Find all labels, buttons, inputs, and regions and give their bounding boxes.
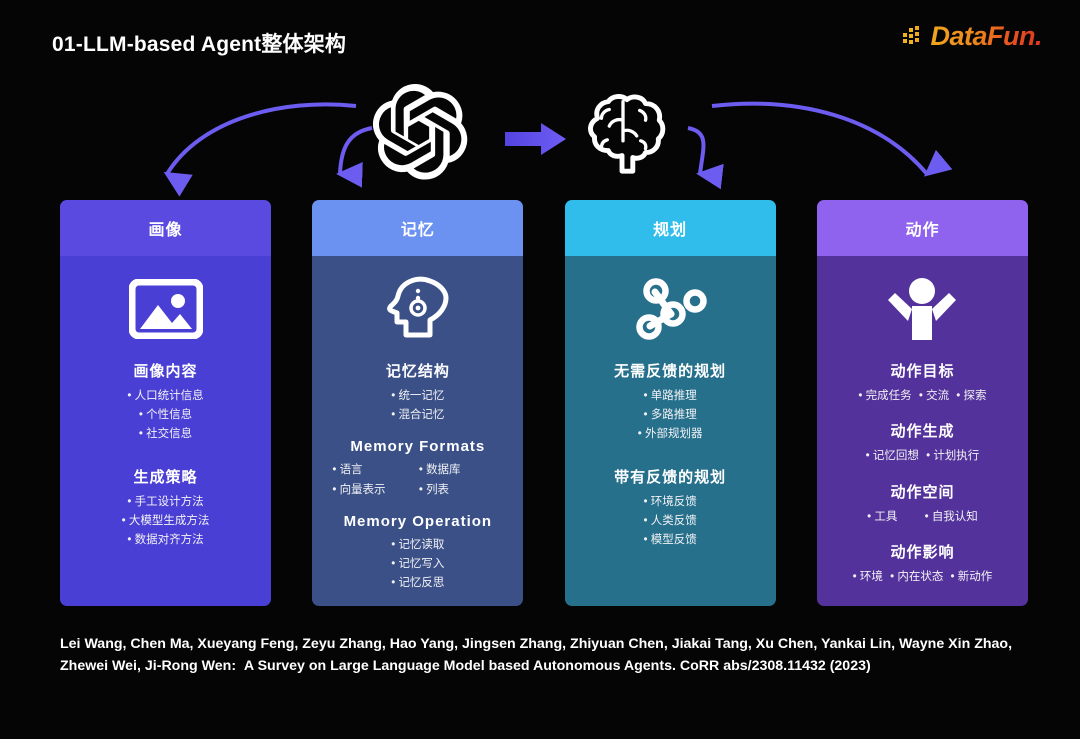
bullet-item: 人类反馈 <box>573 512 768 531</box>
person-raised-arms-icon <box>825 270 1020 348</box>
section-title: Memory Operation <box>343 513 493 531</box>
pillar-planning[interactable]: 规划 无需反馈的规划 单路推理 多路推理 外部规划器 <box>564 200 776 606</box>
bullet-item: 工具 <box>867 511 897 523</box>
head-memory-icon <box>320 270 515 348</box>
flow-curved-arrows <box>163 101 953 197</box>
bullet-item: 个性信息 <box>68 406 263 425</box>
bullet-item: 内在状态 <box>890 571 943 583</box>
spacer <box>573 444 768 466</box>
section-bullets: 单路推理 多路推理 外部规划器 <box>573 387 768 444</box>
pillar-memory[interactable]: 记忆 记忆结构 统一记忆 混合记忆 Memo <box>312 200 524 606</box>
bullet-item: 探索 <box>956 390 986 402</box>
pillar-action-header: 动作 <box>816 200 1028 256</box>
datafun-logo: DataFun. <box>902 20 1042 52</box>
bullet-item: 社交信息 <box>68 425 263 444</box>
section-title: 生成策略 <box>133 469 198 487</box>
pillar-memory-header: 记忆 <box>312 200 524 256</box>
node-graph-icon <box>573 270 768 348</box>
bullet-item: 列表 <box>419 481 504 501</box>
section-title: 无需反馈的规划 <box>614 363 727 380</box>
bullet-item: 记忆写入 <box>320 555 515 574</box>
section-title: 画像内容 <box>133 363 198 380</box>
section-bullets: 记忆读取 记忆写入 记忆反思 <box>320 536 515 593</box>
bullet-item: 新动作 <box>951 571 993 583</box>
section-title: 记忆结构 <box>385 363 450 380</box>
logo-dots-icon <box>903 26 920 44</box>
section-bullets-inline: 记忆回想 计划执行 <box>825 447 1020 465</box>
bullet-item: 向量表示 <box>332 481 417 501</box>
section-bullets-grid: 语言 数据库 向量表示 列表 <box>320 461 515 500</box>
spacer <box>825 407 1020 420</box>
section-title: Memory Formats <box>350 438 486 456</box>
pillar-profile[interactable]: 画像 画像内容 人口统计信息 个性信息 社交信息 生成策略 <box>60 200 271 606</box>
section-bullets: 统一记忆 混合记忆 <box>320 387 515 425</box>
pillar-planning-header: 规划 <box>564 200 776 256</box>
bullet-item: 记忆反思 <box>320 574 515 593</box>
section-bullets-inline: 工具 自我认知 <box>825 508 1020 526</box>
bullet-item: 记忆回想 <box>866 450 919 462</box>
bullet-item: 混合记忆 <box>320 406 515 425</box>
spacer <box>825 528 1020 541</box>
section-bullets-inline: 完成任务 交流 探索 <box>825 387 1020 405</box>
bullet-item: 数据对齐方法 <box>68 531 263 550</box>
bullet-item: 环境 <box>853 571 883 583</box>
bullet-item: 统一记忆 <box>320 387 515 406</box>
bullet-item: 环境反馈 <box>573 493 768 512</box>
openai-logo-icon <box>372 84 468 185</box>
section-bullets: 环境反馈 人类反馈 模型反馈 <box>573 493 768 550</box>
section-title: 动作生成 <box>890 423 955 441</box>
citation-text: Lei Wang, Chen Ma, Xueyang Feng, Zeyu Zh… <box>60 636 1013 674</box>
section-title: 带有反馈的规划 <box>614 469 727 487</box>
pillar-profile-header: 画像 <box>60 200 271 256</box>
pillar-memory-body: 记忆结构 统一记忆 混合记忆 Memory Formats 语言 数据库 向量表… <box>312 256 523 606</box>
spacer <box>320 500 515 513</box>
pillars-container: 画像 画像内容 人口统计信息 个性信息 社交信息 生成策略 <box>60 200 1028 606</box>
section-title: 动作目标 <box>890 363 955 380</box>
right-arrow-icon <box>505 122 567 161</box>
bullet-item: 语言 <box>332 461 417 481</box>
page-title: 01-LLM-based Agent整体架构 <box>52 33 347 56</box>
spacer <box>68 444 263 466</box>
bullet-item: 计划执行 <box>926 450 979 462</box>
pillar-action-body: 动作目标 完成任务 交流 探索 动作生成 记忆回想 计划执行 动作空间 工具 自… <box>817 256 1028 606</box>
section-title: 动作影响 <box>890 544 955 562</box>
bullet-item: 手工设计方法 <box>68 493 263 512</box>
bullet-item: 完成任务 <box>858 390 911 402</box>
section-bullets-inline: 环境 内在状态 新动作 <box>825 568 1020 586</box>
section-title: 动作空间 <box>890 483 955 501</box>
pillar-action[interactable]: 动作 动作目标 完成任务 交流 探索 动作生成 <box>816 200 1028 606</box>
bullet-item: 自我认知 <box>925 511 978 523</box>
bullet-item: 大模型生成方法 <box>68 512 263 531</box>
bullet-item: 多路推理 <box>573 406 768 425</box>
section-bullets: 人口统计信息 个性信息 社交信息 <box>68 387 263 444</box>
pillar-planning-body: 无需反馈的规划 单路推理 多路推理 外部规划器 带有反馈的规划 环境反馈 人类反… <box>565 256 776 606</box>
pillar-profile-body: 画像内容 人口统计信息 个性信息 社交信息 生成策略 手工设计方法 大模型生成方… <box>60 256 271 606</box>
spacer <box>825 468 1020 481</box>
bullet-item: 交流 <box>919 390 949 402</box>
flow-diagram <box>0 78 1080 200</box>
bullet-item: 模型反馈 <box>573 531 768 550</box>
bullet-item: 单路推理 <box>573 387 768 406</box>
brain-icon <box>574 84 672 185</box>
bullet-item: 外部规划器 <box>573 425 768 444</box>
bullet-item: 数据库 <box>419 461 504 481</box>
bullet-item: 人口统计信息 <box>68 387 263 406</box>
logo-wordmark: DataFun. <box>930 20 1042 51</box>
spacer <box>320 425 515 438</box>
image-icon <box>68 270 263 348</box>
bullet-item: 记忆读取 <box>320 536 515 555</box>
section-bullets: 手工设计方法 大模型生成方法 数据对齐方法 <box>68 493 263 550</box>
